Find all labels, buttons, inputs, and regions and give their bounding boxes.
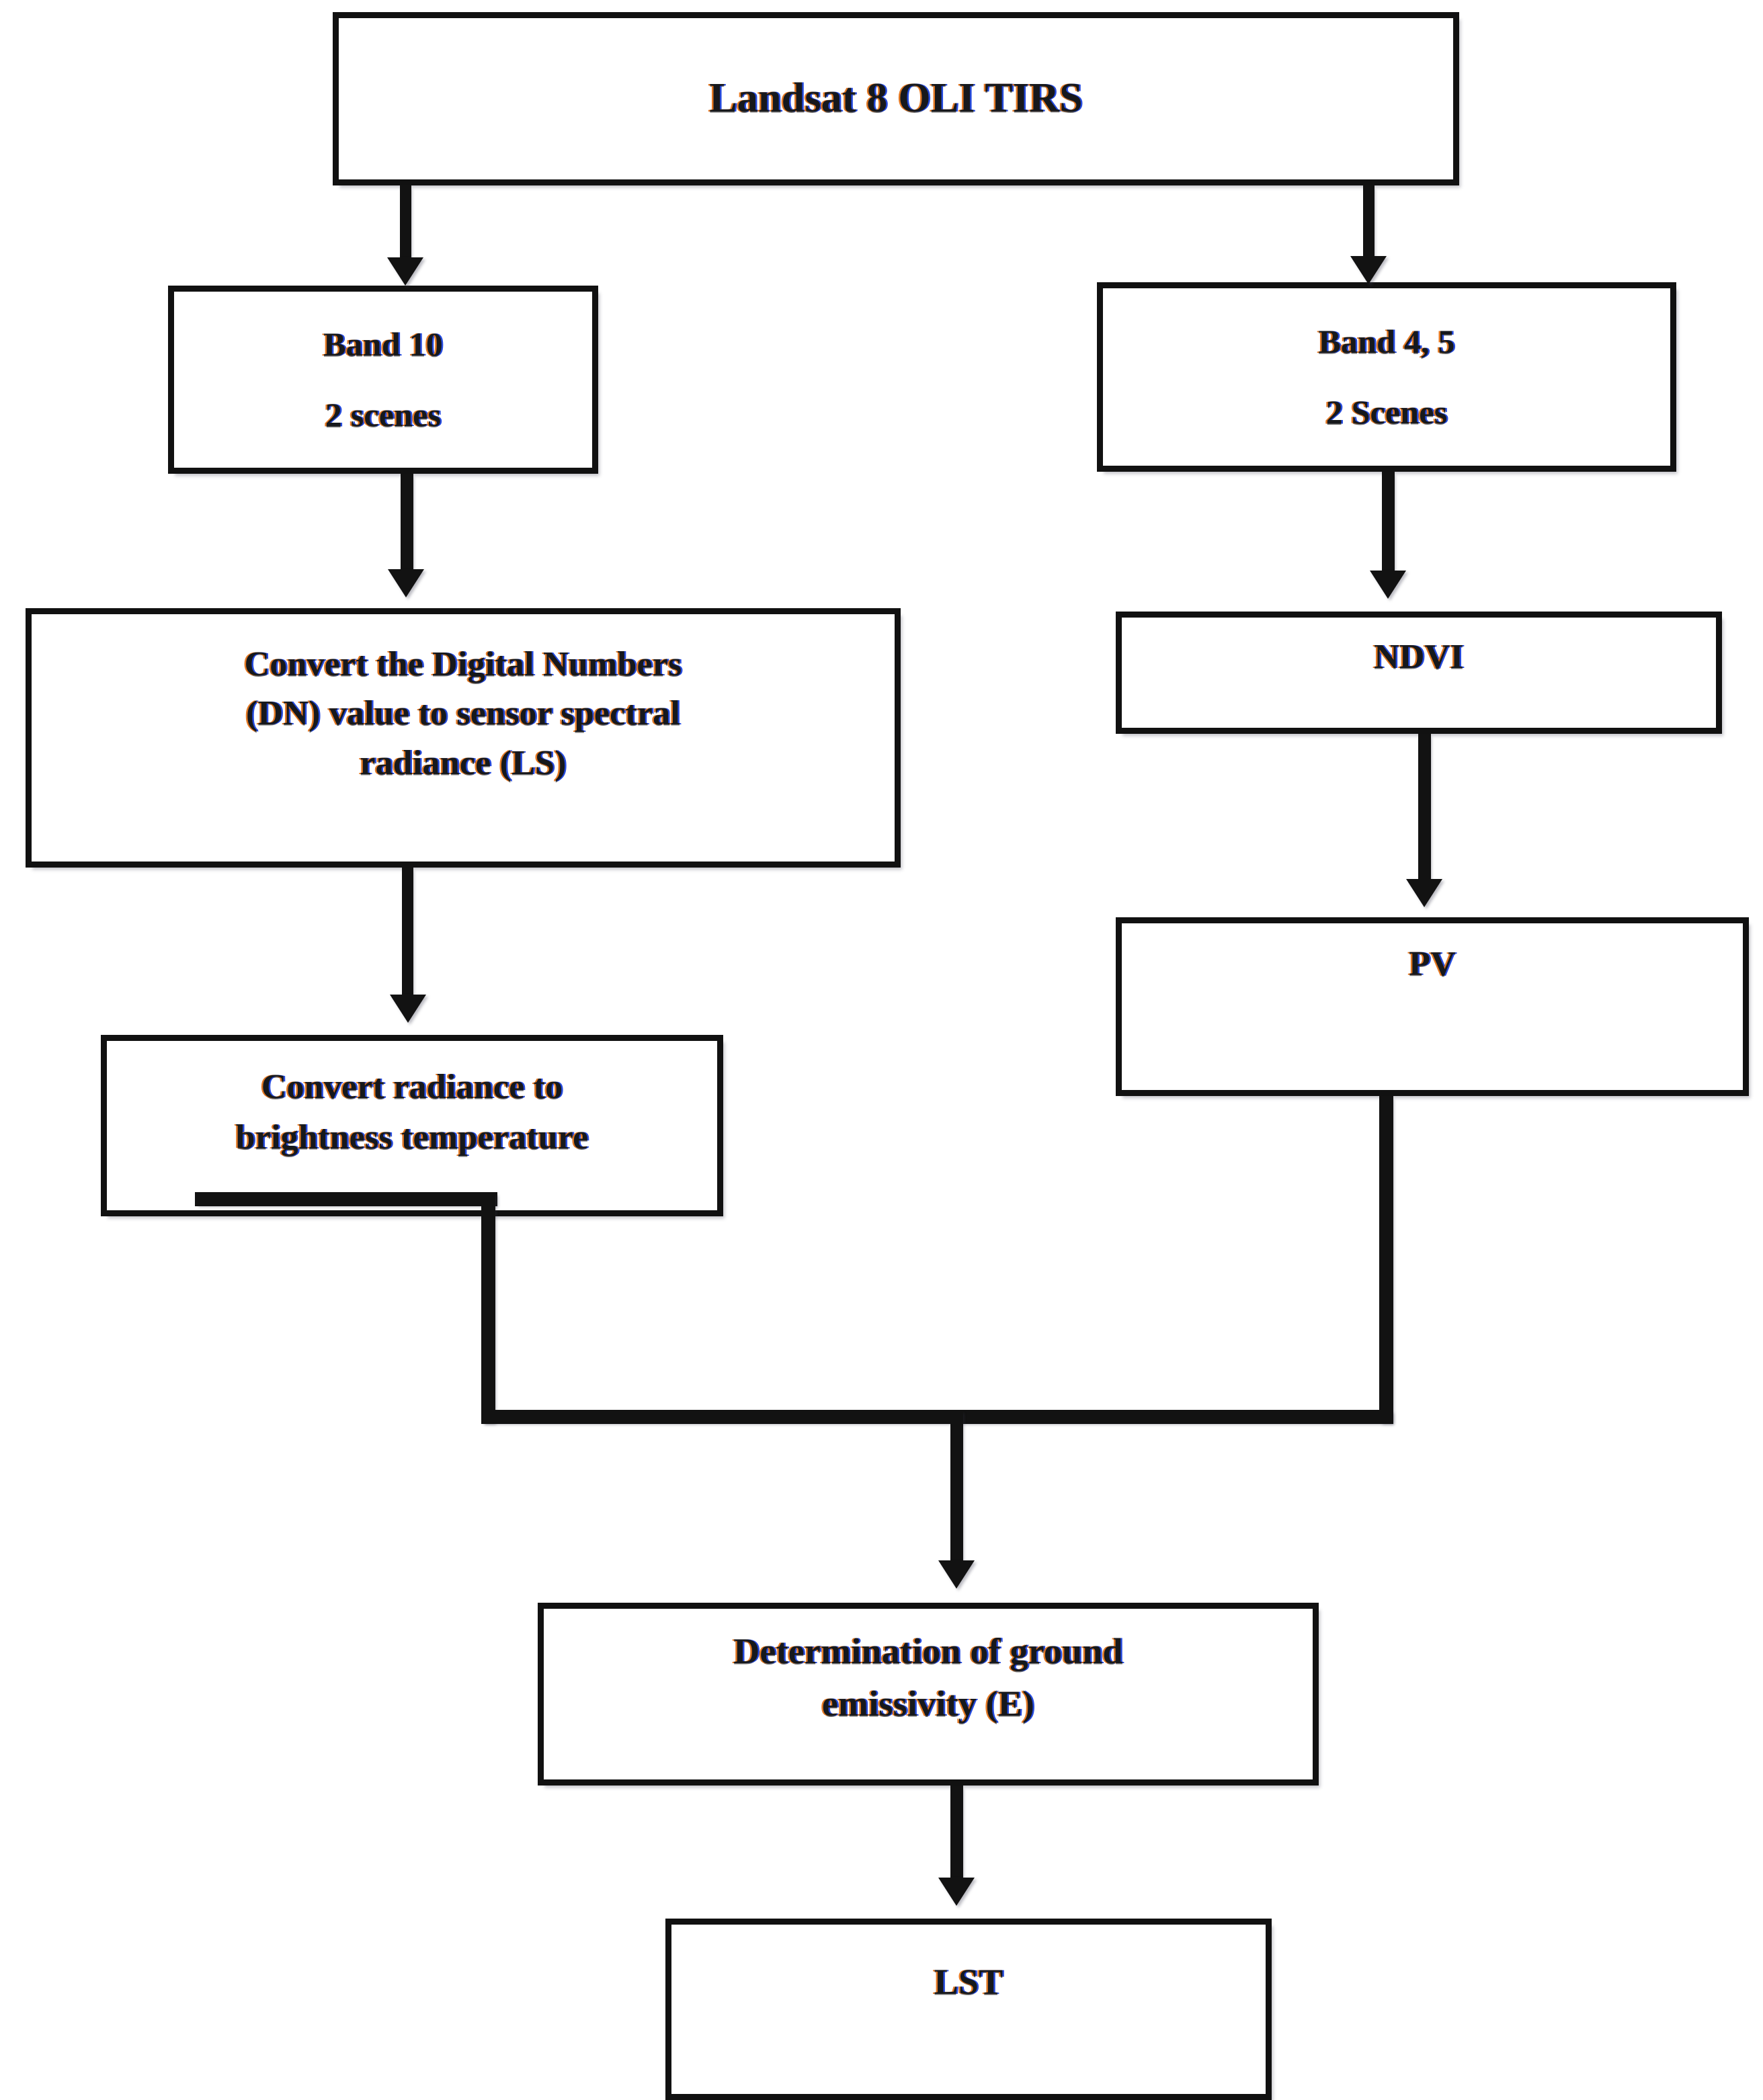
node-dn-to-radiance[interactable]: Convert the Digital Numbers (DN) value t…: [26, 608, 901, 868]
node-band45-line-1: Band 4, 5: [1318, 323, 1455, 360]
edge-emissivity-to-lst-arrowhead: [938, 1878, 975, 1906]
node-band10-line-1: Band 10: [323, 325, 443, 363]
edge-source-to-band45-stem: [1363, 185, 1375, 258]
edge-ndvi-to-pv-stem: [1418, 734, 1431, 883]
edge-dn-to-brightness-stem: [402, 868, 413, 999]
node-lst-line-1: LST: [934, 1962, 1003, 2002]
edge-brightness-to-merge-drop: [481, 1192, 495, 1424]
node-dn-to-radiance-line-1: Convert the Digital Numbers: [244, 645, 682, 683]
node-dn-to-radiance-line-2: (DN) value to sensor spectral: [245, 694, 681, 733]
edge-band45-to-ndvi-stem: [1382, 472, 1395, 573]
node-band45[interactable]: Band 4, 5 2 Scenes: [1097, 282, 1676, 472]
edge-source-to-band10-arrowhead: [387, 257, 423, 286]
edge-merge-to-emissivity-arrowhead: [938, 1560, 975, 1589]
edge-source-to-band45-arrowhead: [1350, 256, 1387, 284]
node-band10-line-2: 2 scenes: [325, 396, 442, 433]
node-brightness-temperature[interactable]: Convert radiance to brightness temperatu…: [101, 1035, 723, 1216]
node-emissivity-line-1: Determination of ground: [733, 1631, 1123, 1671]
node-emissivity[interactable]: Determination of ground emissivity (E): [538, 1603, 1319, 1786]
edge-merge-bus: [481, 1410, 1393, 1424]
edge-band10-to-dn-stem: [401, 474, 413, 571]
edge-band10-to-dn-arrowhead: [388, 569, 424, 597]
node-band10[interactable]: Band 10 2 scenes: [168, 286, 598, 474]
edge-ndvi-to-pv-arrowhead: [1406, 879, 1442, 907]
node-dn-to-radiance-line-3: radiance (LS): [360, 743, 567, 782]
node-ndvi-line-1: NDVI: [1374, 638, 1464, 676]
edge-band45-to-ndvi-arrowhead: [1370, 571, 1406, 599]
node-ndvi[interactable]: NDVI: [1116, 612, 1722, 734]
node-emissivity-line-2: emissivity (E): [821, 1683, 1035, 1724]
node-band45-line-2: 2 Scenes: [1325, 393, 1448, 431]
node-source-line-1: Landsat 8 OLI TIRS: [709, 75, 1083, 122]
node-pv-line-1: PV: [1409, 945, 1456, 983]
edge-merge-to-emissivity-stem: [950, 1410, 963, 1564]
node-brightness-temperature-line-2: brightness temperature: [235, 1118, 589, 1157]
edge-source-to-band10-stem: [400, 185, 411, 259]
node-pv[interactable]: PV: [1116, 917, 1749, 1096]
node-brightness-temperature-line-1: Convert radiance to: [261, 1068, 563, 1106]
edge-pv-to-merge-drop: [1379, 1096, 1393, 1424]
node-lst[interactable]: LST: [665, 1919, 1272, 2100]
node-source[interactable]: Landsat 8 OLI TIRS: [333, 12, 1459, 185]
edge-brightness-inner-bar: [195, 1192, 497, 1206]
edge-dn-to-brightness-arrowhead: [390, 995, 426, 1023]
edge-emissivity-to-lst-stem: [950, 1786, 963, 1881]
